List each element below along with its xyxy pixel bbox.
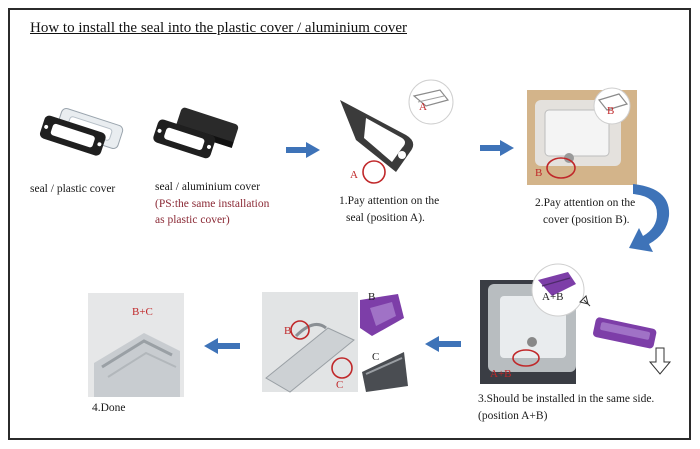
arrow-left-icon	[425, 336, 461, 352]
step4-done-photo: B+C	[88, 293, 184, 397]
step1-seal-photo: A A	[336, 79, 456, 190]
arrow-left-icon	[204, 338, 240, 354]
label-c-zoom: C	[372, 351, 379, 363]
arrow-right-icon	[480, 140, 514, 156]
curved-arrow-icon	[629, 184, 670, 252]
seal-aluminium-cover-image	[153, 107, 239, 159]
caption-step1-line2: seal (position A).	[346, 212, 425, 224]
caption-step2-line2: cover (position B).	[543, 214, 630, 226]
caption-step3-line2: (position A+B)	[478, 410, 548, 422]
caption-step3-line1: 3.Should be installed in the same side.	[478, 393, 655, 405]
step2-cover-photo: B B	[527, 87, 637, 185]
step3-assembly-photo: A+B A+B	[480, 263, 672, 384]
label-ab-photo: A+B	[490, 368, 511, 380]
caption-seal-aluminium: seal / aluminium cover	[155, 181, 261, 193]
caption-step4: 4.Done	[92, 402, 126, 414]
caption-ps-line2: as plastic cover)	[155, 214, 230, 226]
label-c-photo: C	[336, 379, 343, 391]
label-b-photo: B	[535, 167, 542, 179]
seal-plastic-cover-image	[39, 108, 124, 156]
caption-ps-line1: (PS:the same installation	[155, 198, 270, 210]
caption-seal-plastic: seal / plastic cover	[30, 183, 116, 195]
caption-step1-line1: 1.Pay attention on the	[339, 195, 440, 207]
caption-step2-line1: 2.Pay attention on the	[535, 197, 636, 209]
label-b-photo2: B	[284, 325, 291, 337]
label-b-zoom: B	[607, 105, 614, 117]
diagram-frame	[8, 8, 691, 440]
label-ab-zoom: A+B	[542, 291, 563, 303]
label-a-photo: A	[350, 169, 358, 181]
label-a-zoom: A	[419, 101, 427, 113]
label-b-zoom2: B	[368, 291, 375, 303]
page-title: How to install the seal into the plastic…	[30, 20, 407, 36]
arrow-right-icon	[286, 142, 320, 158]
label-bc-photo: B+C	[132, 306, 153, 318]
step-c-photo: B C B C	[262, 291, 408, 393]
